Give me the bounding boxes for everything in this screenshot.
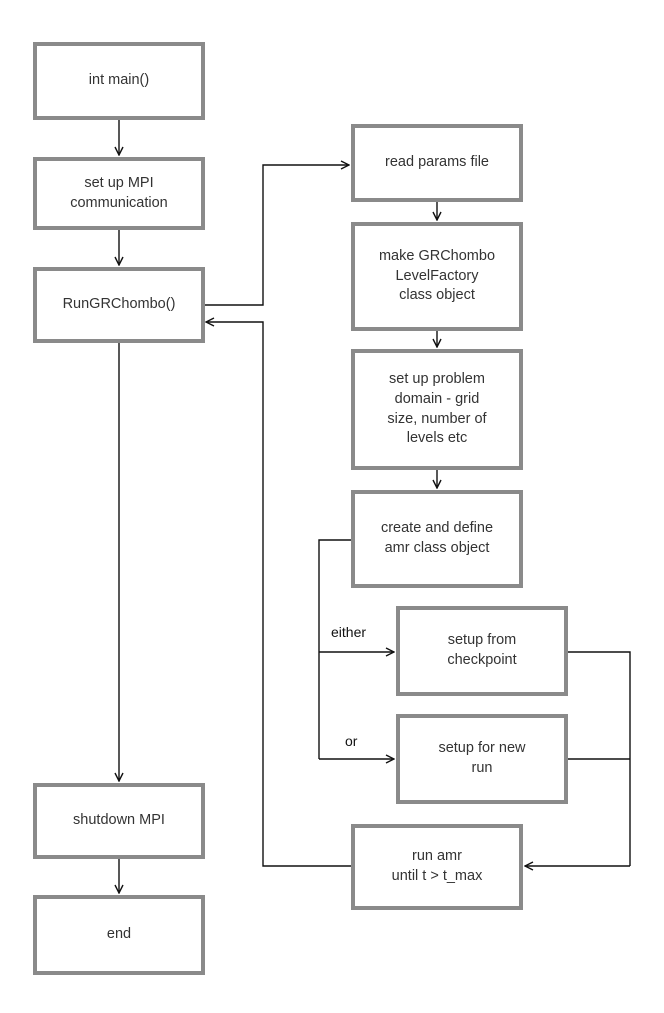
label-or: or	[345, 733, 358, 749]
merge-line-checkpoint	[568, 651, 631, 866]
node-problem-domain-label: set up problem domain - grid size, numbe…	[387, 371, 487, 447]
node-amr-create: create and define amr class object	[351, 490, 523, 588]
arrow-loop-back-to-run	[206, 322, 351, 867]
node-setup-new-run-label: setup for new run	[438, 740, 526, 776]
node-int-main: int main()	[33, 42, 205, 120]
node-setup-checkpoint: setup from checkpoint	[396, 606, 568, 696]
node-run-amr: run amr until t > t_max	[351, 824, 523, 910]
node-end: end	[33, 895, 205, 975]
node-setup-checkpoint-label: setup from checkpoint	[447, 632, 517, 668]
node-shutdown-mpi: shutdown MPI	[33, 783, 205, 859]
node-setup-new-run: setup for new run	[396, 714, 568, 804]
node-amr-create-label: create and define amr class object	[380, 520, 494, 556]
node-read-params-label: read params file	[385, 154, 489, 171]
node-mpi-setup: set up MPI communication	[33, 157, 205, 230]
node-shutdown-mpi-label: shutdown MPI	[73, 812, 165, 829]
node-read-params: read params file	[351, 124, 523, 202]
node-level-factory: make GRChombo LevelFactory class object	[351, 222, 523, 331]
node-end-label: end	[106, 926, 132, 943]
node-run-grchombo-label: RunGRChombo()	[62, 296, 176, 313]
node-mpi-setup-label: set up MPI communication	[70, 174, 168, 211]
arrow-run-to-read-params	[204, 165, 349, 306]
node-run-amr-label: run amr until t > t_max	[391, 848, 483, 884]
label-either: either	[331, 624, 367, 640]
node-problem-domain: set up problem domain - grid size, numbe…	[351, 349, 523, 470]
node-run-grchombo: RunGRChombo()	[33, 267, 205, 343]
branch-line	[318, 539, 351, 759]
node-level-factory-label: make GRChombo LevelFactory class object	[378, 248, 496, 304]
node-int-main-label: int main()	[88, 72, 150, 89]
